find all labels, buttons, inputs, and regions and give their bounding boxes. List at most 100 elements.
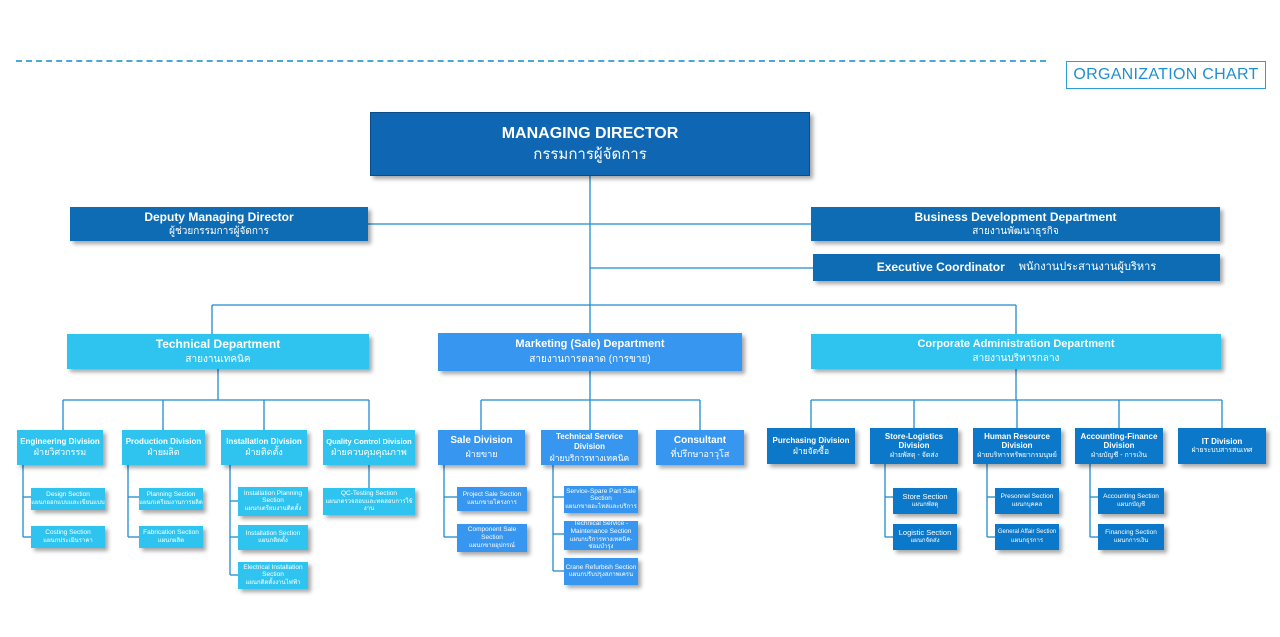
executive-coordinator-th: พนักงานประสานงานผู้บริหาร: [1018, 260, 1157, 273]
project-sale-section-en: Project Sale Section: [462, 491, 522, 498]
corporate-department-th: สายงานบริหารกลาง: [972, 353, 1060, 365]
logistic-section-th: แผนกจัดส่ง: [910, 538, 940, 545]
engineering-division-box: Engineering Division ฝ่ายวิศวกรรม: [17, 430, 103, 465]
store-logistics-division-en: Store-Logistics Division: [884, 431, 944, 451]
technical-department-th: สายงานเทคนิค: [185, 353, 251, 365]
purchasing-division-en: Purchasing Division: [772, 435, 850, 445]
sale-division-en: Sale Division: [450, 435, 513, 447]
store-section-en: Store Section: [902, 492, 948, 502]
marketing-department-th: สายงานการตลาด (การขาย): [529, 353, 651, 365]
personnel-section-en: Presonnel Section: [1000, 493, 1054, 500]
installation-planning-section-en: Installation Planning Section: [243, 489, 303, 505]
dashed-divider: [16, 60, 1046, 62]
costing-section-th: แผนกประเมินราคา: [43, 537, 93, 544]
general-affair-section-th: แผนกธุรการ: [1010, 537, 1044, 544]
chart-title: ORGANIZATION CHART: [1066, 61, 1266, 89]
installation-section-box: Installation Section แผนกติดตั้ง: [238, 525, 308, 550]
purchasing-division-th: ฝ่ายจัดซื้อ: [792, 446, 830, 457]
qc-division-en: Quality Control Division: [326, 437, 412, 447]
human-resource-division-box: Human Resource Division ฝ่ายบริหารทรัพยา…: [973, 428, 1061, 464]
deputy-md-en: Deputy Managing Director: [144, 209, 294, 224]
general-affair-section-en: General Affair Section: [997, 529, 1057, 536]
engineering-division-en: Engineering Division: [20, 436, 100, 446]
accounting-finance-division-en: Accounting-Finance Division: [1080, 431, 1158, 451]
general-affair-section-box: General Affair Section แผนกธุรการ: [995, 524, 1059, 550]
it-division-box: IT Division ฝ่ายระบบสารสนเทศ: [1178, 428, 1266, 464]
deputy-md-th: ผู้ช่วยกรรมการผู้จัดการ: [169, 226, 269, 238]
electrical-section-th: แผนกติดตั้งงานไฟฟ้า: [245, 580, 301, 587]
crane-refurbish-section-th: แผนกปรับปรุงสภาพเครน: [568, 572, 634, 579]
installation-division-en: Installation Division: [226, 436, 302, 446]
managing-director-box: MANAGING DIRECTOR กรรมการผู้จัดการ: [370, 112, 810, 176]
installation-section-th: แผนกติดตั้ง: [258, 538, 288, 545]
planning-section-en: Planning Section: [146, 491, 196, 498]
spare-part-section-en: Service-Spare Part Sale Section: [566, 487, 636, 503]
technical-department-en: Technical Department: [155, 337, 281, 352]
accounting-section-th: แผนกบัญชี: [1116, 501, 1146, 508]
business-development-box: Business Development Department สายงานพั…: [811, 207, 1220, 241]
maintenance-section-box: Technical Service - Maintenance Section …: [564, 520, 638, 550]
production-division-th: ฝ่ายผลิต: [147, 447, 180, 458]
deputy-md-box: Deputy Managing Director ผู้ช่วยกรรมการผ…: [70, 207, 368, 241]
costing-section-box: Costing Section แผนกประเมินราคา: [31, 526, 105, 548]
financing-section-en: Financing Section: [1105, 529, 1157, 536]
component-sale-section-box: Component Sale Section แผนกขายอุปกรณ์: [457, 524, 527, 552]
installation-section-en: Installation Section: [245, 529, 301, 537]
business-development-en: Business Development Department: [914, 209, 1117, 224]
design-section-th: แผนกออกแบบและเขียนแบบ: [31, 499, 105, 506]
installation-planning-section-th: แผนกเตรียมงานติดตั้ง: [244, 506, 302, 513]
store-section-th: แผนกพัสดุ: [911, 502, 939, 509]
human-resource-division-th: ฝ่ายบริหารทรัพยากรมนุษย์: [977, 451, 1057, 459]
maintenance-section-th: แผนกบริการทางเทคนิค-ซ่อมบำรุง: [569, 536, 633, 550]
maintenance-section-en: Technical Service - Maintenance Section: [570, 520, 632, 535]
crane-refurbish-section-box: Crane Refurbish Section แผนกปรับปรุงสภาพ…: [564, 558, 638, 585]
it-division-th: ฝ่ายระบบสารสนเทศ: [1191, 447, 1253, 455]
purchasing-division-box: Purchasing Division ฝ่ายจัดซื้อ: [767, 428, 855, 464]
production-division-en: Production Division: [125, 436, 202, 446]
engineering-division-th: ฝ่ายวิศวกรรม: [33, 447, 87, 458]
spare-part-section-box: Service-Spare Part Sale Section แผนกขายอ…: [564, 486, 638, 513]
accounting-finance-division-th: ฝ่ายบัญชี - การเงิน: [1090, 451, 1148, 459]
spare-part-section-th: แผนกขายอะไหล่และบริการ: [565, 504, 637, 511]
qc-division-th: ฝ่ายควบคุมคุณภาพ: [331, 447, 407, 458]
consultant-box: Consultant ที่ปรึกษาอาวุโส: [656, 430, 744, 465]
consultant-en: Consultant: [673, 435, 727, 447]
qc-division-box: Quality Control Division ฝ่ายควบคุมคุณภา…: [323, 430, 415, 465]
marketing-department-box: Marketing (Sale) Department สายงานการตลา…: [438, 333, 742, 371]
component-sale-section-th: แผนกขายอุปกรณ์: [469, 542, 515, 549]
project-sale-section-box: Project Sale Section แผนกขายโครงการ: [457, 487, 527, 511]
project-sale-section-th: แผนกขายโครงการ: [467, 499, 517, 506]
installation-division-th: ฝ่ายติดตั้ง: [245, 447, 283, 458]
corporate-department-en: Corporate Administration Department: [917, 337, 1115, 350]
costing-section-en: Costing Section: [45, 529, 91, 536]
executive-coordinator-en: Executive Coordinator: [876, 260, 1005, 275]
consultant-th: ที่ปรึกษาอาวุโส: [670, 449, 730, 460]
financing-section-box: Financing Section แผนกการเงิน: [1098, 524, 1164, 550]
planning-section-th: แผนกเตรียมงานการผลิต: [139, 499, 203, 506]
fabrication-section-box: Fabrication Section แผนกผลิต: [139, 526, 203, 548]
sale-division-box: Sale Division ฝ่ายขาย: [438, 430, 525, 465]
fabrication-section-th: แผนกผลิต: [157, 537, 185, 544]
logistic-section-en: Logistic Section: [898, 528, 952, 538]
design-section-en: Design Section: [46, 491, 90, 498]
planning-section-box: Planning Section แผนกเตรียมงานการผลิต: [139, 488, 203, 510]
technical-service-division-en: Technical Service Division: [556, 432, 623, 451]
qc-testing-section-en: QC-Testing Section: [341, 489, 397, 497]
fabrication-section-en: Fabrication Section: [143, 529, 199, 536]
design-section-box: Design Section แผนกออกแบบและเขียนแบบ: [31, 488, 105, 510]
executive-coordinator-box: Executive Coordinator พนักงานประสานงานผู…: [813, 254, 1220, 281]
human-resource-division-en: Human Resource Division: [984, 431, 1050, 451]
personnel-section-box: Presonnel Section แผนกบุคคล: [995, 488, 1059, 514]
accounting-finance-division-box: Accounting-Finance Division ฝ่ายบัญชี - …: [1075, 428, 1163, 464]
logistic-section-box: Logistic Section แผนกจัดส่ง: [893, 524, 957, 550]
managing-director-en: MANAGING DIRECTOR: [501, 125, 679, 143]
technical-service-division-box: Technical Service Division ฝ่ายบริการทาง…: [541, 430, 638, 465]
sale-division-th: ฝ่ายขาย: [465, 449, 498, 460]
component-sale-section-en: Component Sale Section: [467, 526, 517, 541]
technical-department-box: Technical Department สายงานเทคนิค: [67, 334, 369, 369]
qc-testing-section-th: แผนกตรวจสอบและทดสอบการใช้งาน: [325, 498, 413, 512]
electrical-section-box: Electrical Installation Section แผนกติดต…: [238, 562, 308, 589]
crane-refurbish-section-en: Crane Refurbish Section: [565, 563, 637, 571]
installation-planning-section-box: Installation Planning Section แผนกเตรียม…: [238, 487, 308, 516]
